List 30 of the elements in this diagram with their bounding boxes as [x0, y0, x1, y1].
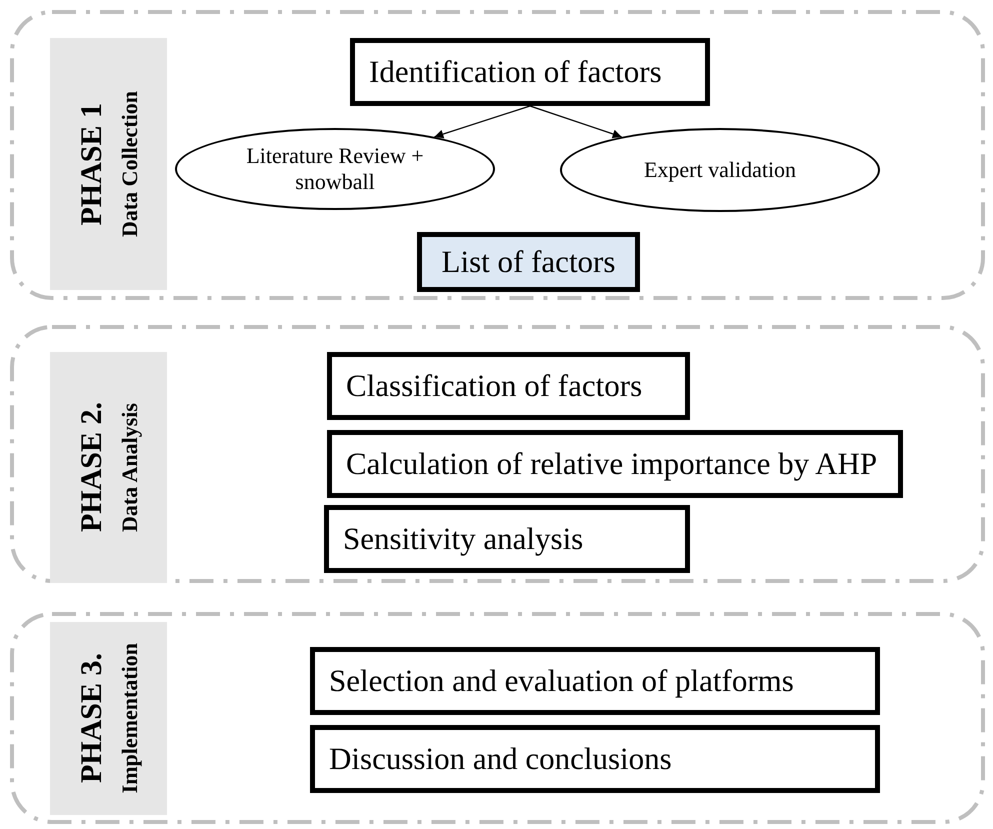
process-box: [310, 725, 880, 793]
phase-title: PHASE 3.: [74, 653, 108, 784]
phase-title: PHASE 1: [74, 102, 108, 226]
phase-panel: [10, 325, 985, 583]
process-box: [324, 505, 690, 573]
box-label: Selection and evaluation of platforms: [329, 663, 794, 699]
box-label: Identification of factors: [369, 54, 662, 90]
phase-panel: [10, 612, 985, 824]
phase-panel: [10, 10, 985, 300]
process-box: [327, 430, 903, 498]
phase-subtitle: Implementation: [116, 643, 142, 794]
ellipse-label: Expert validation: [644, 157, 796, 183]
box-label: Calculation of relative importance by AHP: [346, 446, 878, 482]
box-label: Sensitivity analysis: [343, 521, 584, 557]
box-label: List of factors: [442, 244, 616, 280]
ellipse-label: Literature Review + snowball: [245, 143, 425, 195]
process-box: [350, 38, 710, 106]
process-box: [327, 352, 690, 420]
phase-title: PHASE 2.: [74, 402, 108, 533]
process-box: [310, 647, 880, 715]
arrow: [434, 105, 530, 138]
output-box: [417, 232, 640, 292]
phase-band: [50, 38, 167, 290]
box-label: Classification of factors: [346, 368, 642, 404]
phase-band: [50, 352, 167, 583]
box-label: Discussion and conclusions: [329, 741, 672, 777]
arrow: [530, 105, 622, 138]
phase-subtitle: Data Collection: [116, 90, 142, 238]
phase-subtitle: Data Analysis: [116, 403, 142, 532]
phase-band: [50, 622, 167, 815]
